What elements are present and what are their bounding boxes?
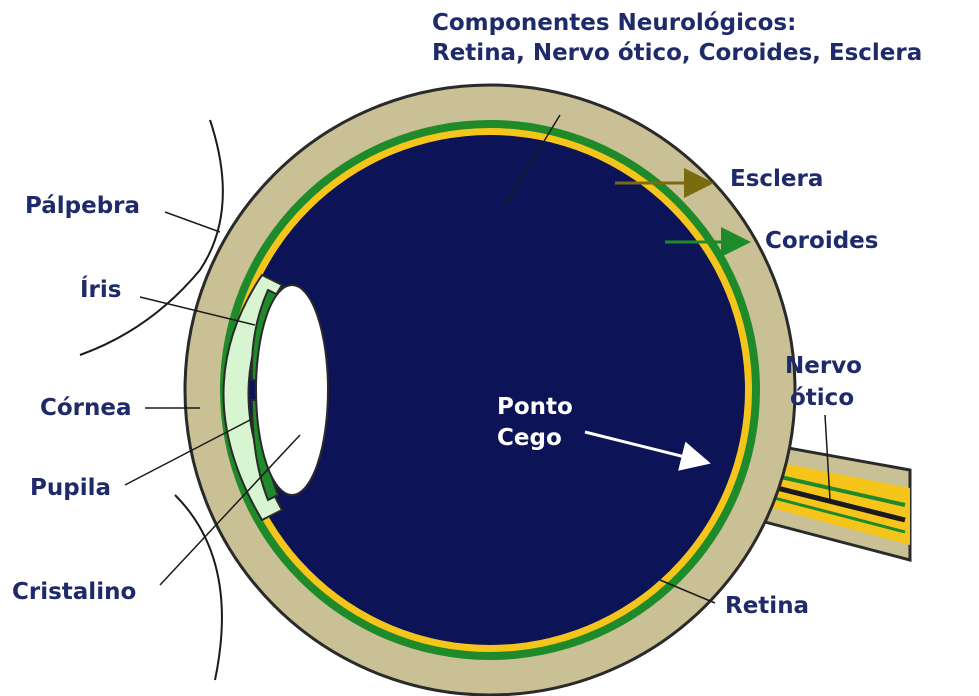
label-cornea: Córnea [40, 394, 132, 422]
label-pupila: Pupila [30, 474, 111, 502]
label-nervo-line2: ótico [790, 384, 854, 412]
label-ponto-line1: Ponto [497, 393, 573, 421]
lens [256, 285, 328, 495]
palpebra-leader [165, 212, 220, 232]
label-coroides: Coroides [765, 227, 878, 255]
label-nervo-line1: Nervo [785, 352, 862, 380]
label-cristalino: Cristalino [12, 578, 136, 606]
label-palpebra: Pálpebra [25, 192, 140, 220]
label-retina: Retina [725, 592, 809, 620]
label-esclera: Esclera [730, 165, 823, 193]
label-iris: Íris [80, 276, 121, 304]
label-ponto-line2: Cego [497, 424, 562, 452]
